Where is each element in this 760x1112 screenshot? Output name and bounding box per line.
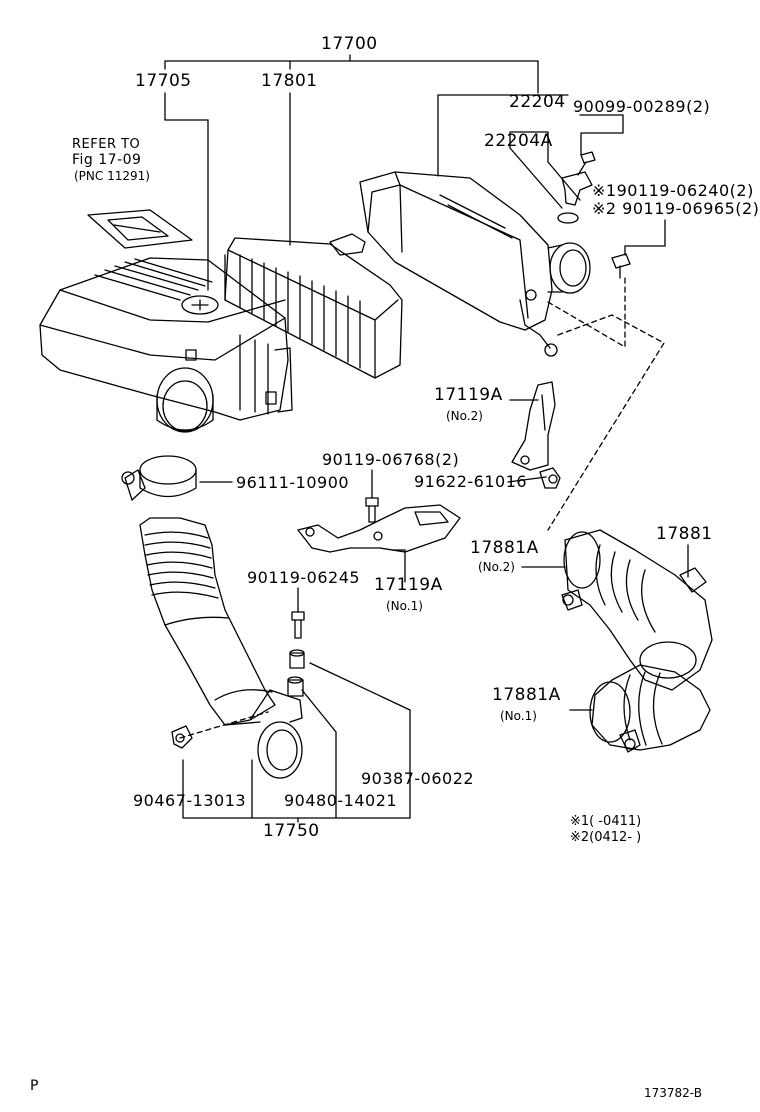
label-17801: 17801 <box>261 71 318 91</box>
bolt-06768 <box>365 497 379 523</box>
label-90480-14021: 90480-14021 <box>284 791 398 810</box>
label-17700: 17700 <box>321 34 378 54</box>
leader-lines <box>164 54 689 823</box>
label-17881a-no2-sub: (No.2) <box>478 560 515 574</box>
cushion-90480 <box>287 676 304 697</box>
label-90119-06965: ※2 90119-06965(2) <box>592 199 760 218</box>
label-90387-06022: 90387-06022 <box>361 769 475 788</box>
flow-meter-sensor <box>561 171 593 206</box>
label-17881: 17881 <box>656 524 713 544</box>
label-90119-06240: ※190119-06240(2) <box>592 181 754 200</box>
air-cleaner-cap <box>39 257 293 433</box>
emblem-plate <box>87 209 193 249</box>
label-17881a-no2: 17881A <box>470 538 539 558</box>
page-mark: P <box>30 1078 39 1094</box>
label-90467-13013: 90467-13013 <box>133 791 247 810</box>
label-17119a-no1-sub: (No.1) <box>386 599 423 613</box>
air-cleaner-case <box>329 171 591 357</box>
gasket-ring <box>557 212 579 224</box>
filter-element <box>224 237 403 379</box>
label-17705: 17705 <box>135 71 192 91</box>
bracket-no2 <box>511 381 556 471</box>
label-17750: 17750 <box>263 821 320 841</box>
hose-clamp-small <box>171 725 193 749</box>
grommet-90387 <box>289 649 305 669</box>
nut-91622 <box>539 467 561 489</box>
drawing-number: 173782-B <box>644 1086 702 1100</box>
label-96111-10900: 96111-10900 <box>236 473 350 492</box>
footnote-1: ※1( -0411) <box>570 814 642 829</box>
intake-hose <box>139 517 303 779</box>
footnote-2: ※2(0412- ) <box>570 830 642 845</box>
hose-17881a-no1 <box>589 664 711 753</box>
refer-to-line1: REFER TO <box>72 137 141 152</box>
label-17881a-no1: 17881A <box>492 685 561 705</box>
label-91622-61016: 91622-61016 <box>414 472 528 491</box>
refer-to-line3: (PNC 11291) <box>74 169 150 183</box>
label-17119a-no2: 17119A <box>434 385 503 405</box>
bracket-no1 <box>297 504 461 553</box>
bolt-06245 <box>291 611 305 639</box>
case-bolt <box>611 253 631 279</box>
hose-clamp <box>121 455 197 501</box>
label-22204a: 22204A <box>484 131 553 151</box>
flow-meter-screw <box>577 151 596 176</box>
label-22204: 22204 <box>509 92 566 112</box>
label-90119-06245: 90119-06245 <box>247 568 361 587</box>
label-90099-00289: 90099-00289(2) <box>573 97 711 116</box>
label-17881a-no1-sub: (No.1) <box>500 709 537 723</box>
refer-to-line2: Fig 17-09 <box>72 152 142 168</box>
label-17119a-no1: 17119A <box>374 575 443 595</box>
label-90119-06768: 90119-06768(2) <box>322 450 460 469</box>
label-17119a-no2-sub: (No.2) <box>446 409 483 423</box>
